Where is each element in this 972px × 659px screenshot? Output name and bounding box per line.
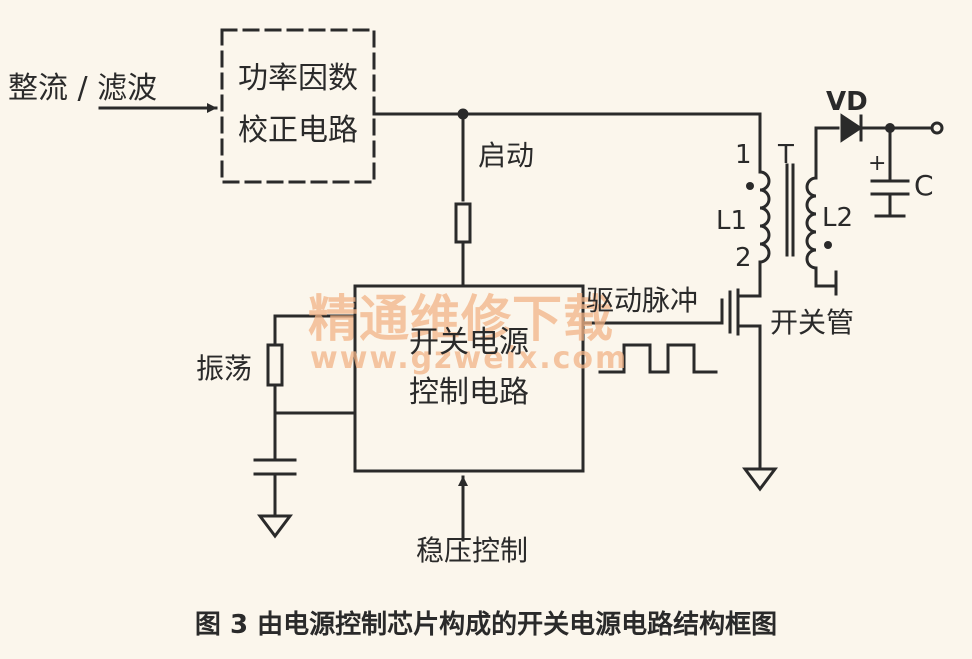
ground-symbol-left [257, 514, 293, 539]
secondary-winding [805, 176, 818, 270]
drive-pulse-label: 驱动脉冲 [586, 284, 698, 317]
pin-1-label: 1 [735, 140, 752, 170]
transformer-label: T [777, 140, 794, 170]
primary-polarity-dot [746, 182, 754, 190]
primary-winding-label: L1 [716, 206, 747, 236]
capacitor-label: C [914, 169, 934, 202]
secondary-polarity-dot [824, 241, 832, 249]
control-ic-block [353, 284, 585, 473]
primary-winding [758, 170, 771, 264]
ground-symbol-right [742, 467, 778, 492]
capacitor-polarity-label: + [868, 151, 886, 176]
figure-caption: 图 3 由电源控制芯片构成的开关电源电路结构框图 [195, 609, 777, 640]
oscillator-resistor [266, 343, 284, 387]
startup-resistor [454, 202, 472, 244]
input-label: 整流 / 滤波 [8, 71, 157, 106]
pulse-waveform [598, 343, 718, 374]
control-label-line2: 控制电路 [409, 375, 529, 410]
pfc-label-line2: 校正电路 [238, 113, 358, 148]
pfc-block [220, 28, 376, 184]
feedback-label: 稳压控制 [416, 534, 528, 567]
output-terminal [930, 121, 944, 135]
startup-label: 启动 [478, 139, 534, 172]
watermark-url: www.gzweix.com [310, 341, 628, 376]
pin-2-label: 2 [735, 243, 752, 273]
diode-vd [840, 113, 863, 143]
switch-tube-label: 开关管 [770, 306, 854, 339]
diode-label: VD [826, 87, 868, 117]
control-label-line1: 开关电源 [409, 325, 529, 360]
secondary-winding-label: L2 [822, 203, 853, 233]
watermark-title: 精通维修下载 [308, 290, 614, 348]
pfc-label-line1: 功率因数 [238, 61, 358, 96]
oscillation-label: 振荡 [196, 352, 252, 385]
